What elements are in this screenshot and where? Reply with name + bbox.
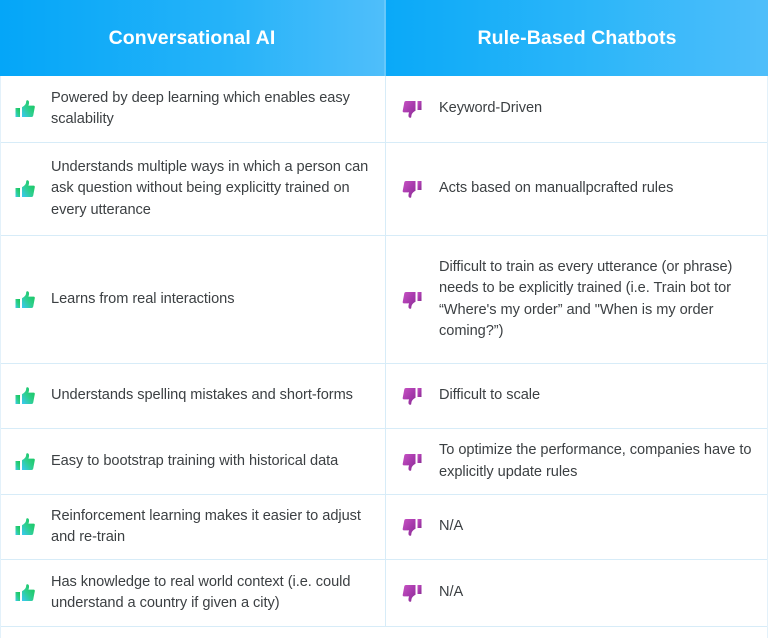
table-cell-pro: Easy to bootstrap training with historic… — [1, 429, 385, 494]
table-cell-text: To optimize the performance, companies h… — [439, 442, 752, 480]
table-cell-pro: Powered by deep learning which enables e… — [1, 76, 385, 142]
table-cell-text: Reinforcement learning makes it easier t… — [51, 507, 361, 545]
table-row: Has knowledge to real world context (i.e… — [1, 560, 767, 627]
table-cell-con: N/A — [385, 560, 768, 626]
table-cell-text: Keyword-Driven — [439, 100, 543, 117]
table-cell-con: N/A — [385, 495, 768, 559]
table-cell-con: Acts based on manuallpcrafted rules — [385, 143, 768, 235]
thumbs-up-icon — [13, 384, 37, 408]
table-cell-con: Difficult to scale — [385, 364, 768, 428]
table-cell-text: Easy to bootstrap training with historic… — [51, 452, 339, 469]
table-cell-text: Has knowledge to real world context (i.e… — [51, 573, 351, 611]
table-row: Reinforcement learning makes it easier t… — [1, 495, 767, 560]
table-cell-text: N/A — [439, 584, 464, 601]
column-header-conversational-ai: Conversational AI — [0, 0, 384, 76]
table-cell-text: Learns from real interactions — [51, 290, 235, 307]
column-header-left-label: Conversational AI — [108, 26, 276, 49]
thumbs-up-icon — [13, 177, 37, 201]
table-row: Learns from real interactions Difficult … — [1, 236, 767, 364]
table-header-row: Conversational AI Rule-Based Chatbots — [0, 0, 768, 76]
thumbs-down-icon — [400, 450, 424, 474]
table-cell-text: Difficult to train as every utterance (o… — [439, 258, 733, 339]
table-cell-con: Keyword-Driven — [385, 76, 768, 142]
thumbs-down-icon — [400, 384, 424, 408]
table-cell-text: Difficult to scale — [439, 387, 541, 404]
thumbs-up-icon — [13, 450, 37, 474]
table-cell-pro: Learns from real interactions — [1, 236, 385, 363]
table-row: Understands spellinq mistakes and short-… — [1, 364, 767, 429]
table-cell-pro: Has knowledge to real world context (i.e… — [1, 560, 385, 626]
thumbs-up-icon — [13, 515, 37, 539]
table-cell-text: Acts based on manuallpcrafted rules — [439, 180, 674, 197]
table-cell-pro: Reinforcement learning makes it easier t… — [1, 495, 385, 559]
thumbs-up-icon — [13, 581, 37, 605]
table-row: Powered by deep learning which enables e… — [1, 76, 767, 143]
thumbs-up-icon — [13, 97, 37, 121]
column-header-rule-based-chatbots: Rule-Based Chatbots — [384, 0, 768, 76]
table-cell-pro: Understands spellinq mistakes and short-… — [1, 364, 385, 428]
table-body: Powered by deep learning which enables e… — [0, 76, 768, 638]
thumbs-down-icon — [400, 97, 424, 121]
table-row: Understands multiple ways in which a per… — [1, 143, 767, 236]
table-cell-text: Understands spellinq mistakes and short-… — [51, 387, 353, 404]
table-cell-pro: Understands multiple ways in which a per… — [1, 143, 385, 235]
table-cell-text: N/A — [439, 518, 464, 535]
thumbs-up-icon — [13, 288, 37, 312]
column-header-right-label: Rule-Based Chatbots — [477, 26, 677, 49]
table-cell-con: To optimize the performance, companies h… — [385, 429, 768, 494]
thumbs-down-icon — [400, 177, 424, 201]
thumbs-down-icon — [400, 581, 424, 605]
table-cell-con: Difficult to train as every utterance (o… — [385, 236, 768, 363]
table-cell-text: Powered by deep learning which enables e… — [51, 89, 350, 127]
thumbs-down-icon — [400, 515, 424, 539]
thumbs-down-icon — [400, 288, 424, 312]
table-row: Easy to bootstrap training with historic… — [1, 429, 767, 495]
table-cell-text: Understands multiple ways in which a per… — [51, 159, 369, 218]
